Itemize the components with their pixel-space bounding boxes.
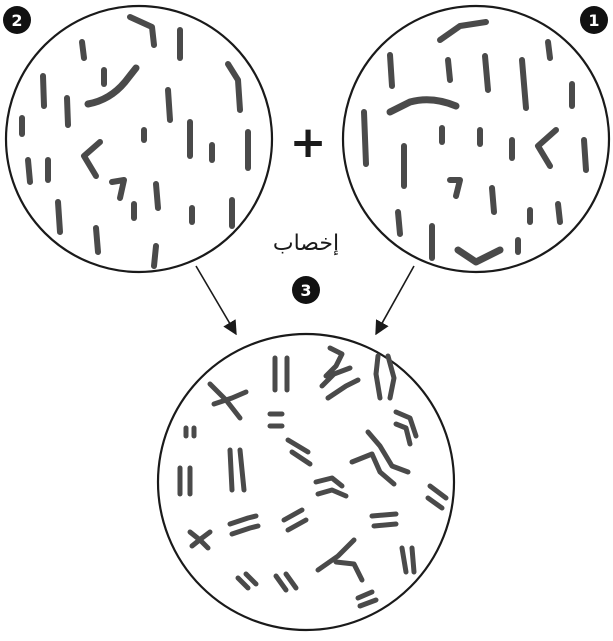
cell-2-outline: [4, 4, 274, 274]
plus-sign: +: [290, 117, 327, 168]
badge-cell-2-number: 2: [11, 11, 22, 30]
arrow-from-cell-1: [375, 265, 415, 336]
fertilization-label: إخصاب: [273, 231, 339, 256]
badge-cell-1-number: 1: [588, 11, 599, 30]
badge-cell-2: 2: [3, 6, 31, 34]
badge-cell-3: 3: [292, 276, 320, 304]
cell-1-chromosomes: [361, 19, 589, 266]
cell-2-haploid: [4, 4, 274, 274]
cell-1-haploid: [341, 4, 611, 274]
cell-2-chromosomes: [19, 14, 251, 269]
arrow-from-cell-2: [195, 265, 237, 336]
cell-3-chromosome-pairs: [177, 345, 449, 609]
cell-1-outline: [341, 4, 611, 274]
cell-3-diploid: [156, 332, 456, 632]
badge-cell-3-number: 3: [300, 281, 311, 300]
cell-3-outline: [156, 332, 456, 632]
badge-cell-1: 1: [580, 6, 608, 34]
